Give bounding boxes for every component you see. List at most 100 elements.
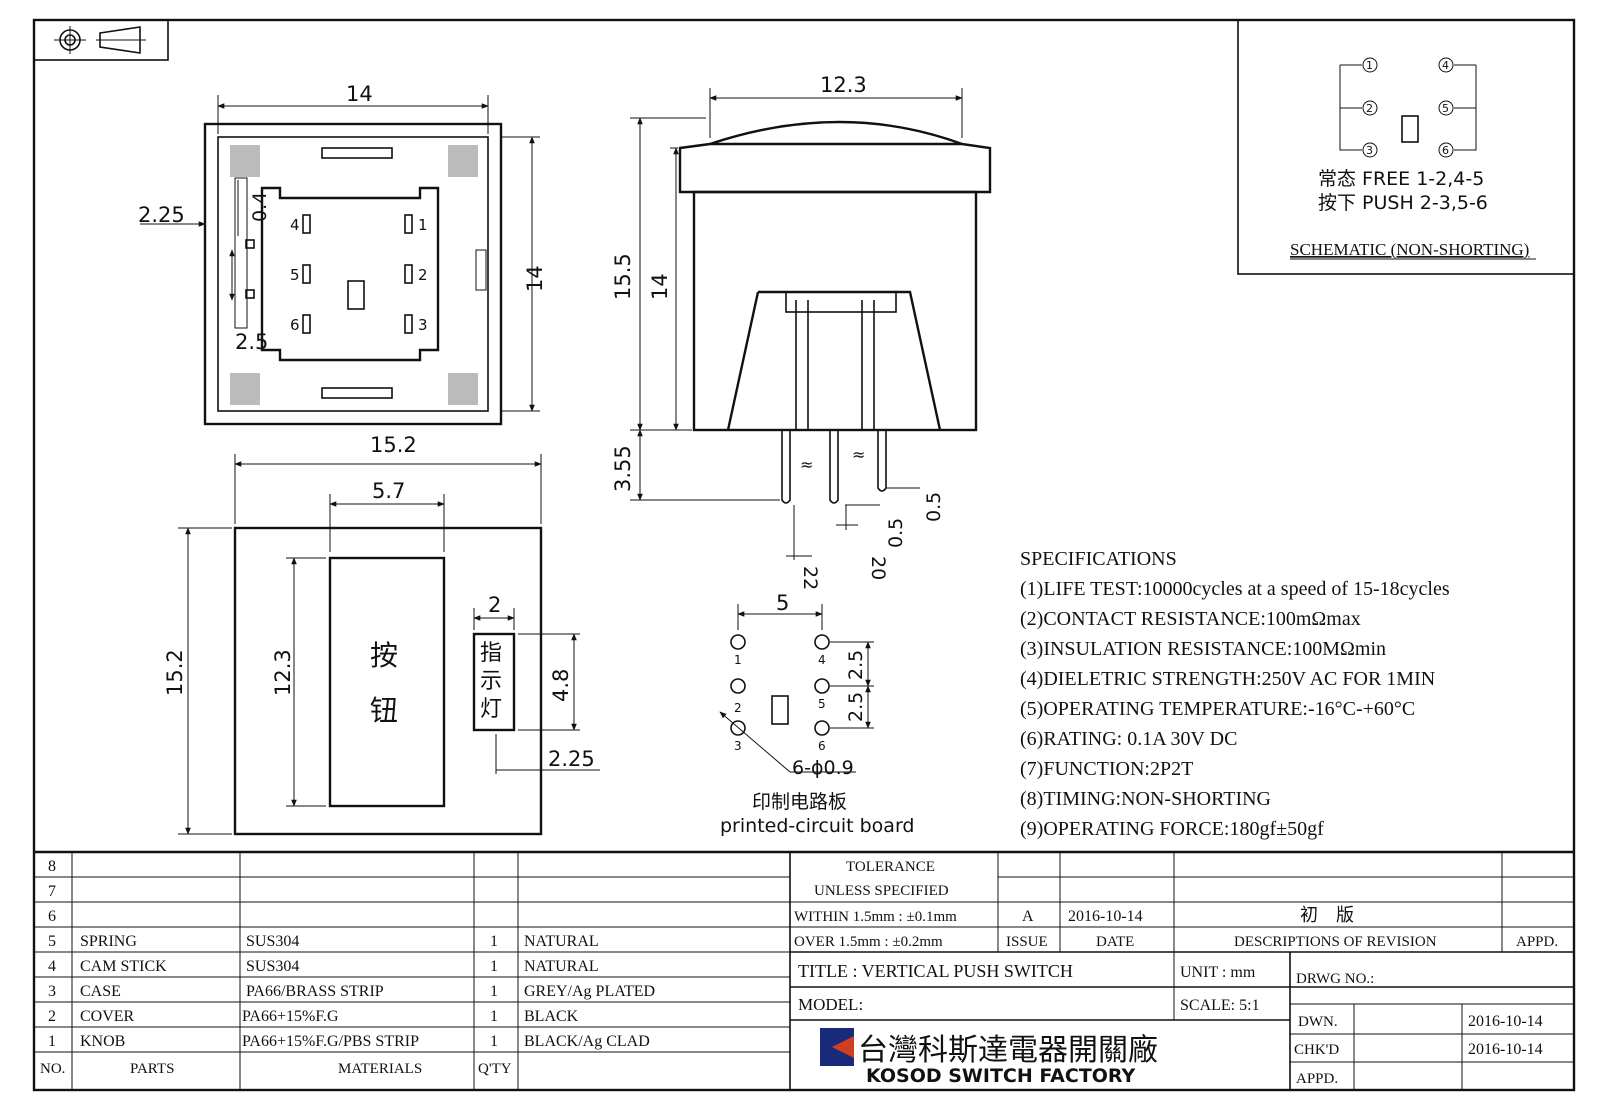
button-char-1: 按 (370, 639, 398, 672)
bom-part-2: COVER (80, 1008, 135, 1025)
side-view: ≈ ≈ 12.3 15.5 14 3.55 0.5 0.5 20 22 (611, 73, 992, 590)
top-pin-2: 2 (418, 266, 428, 284)
spec-item-6: (6)RATING: 0.1A 30V DC (1020, 728, 1237, 750)
schem-pin-1: 1 (1366, 59, 1373, 72)
spec-item-2: (2)CONTACT RESISTANCE:100mΩmax (1020, 608, 1361, 630)
drawing-number: DRWG NO.: (1296, 971, 1374, 987)
header-issue: ISSUE (1006, 934, 1048, 950)
pcb-dim-pitch-y2: 2.5 (845, 692, 867, 722)
bom-no-5: 5 (48, 933, 56, 950)
drawing-unit: UNIT : mm (1180, 964, 1256, 981)
led-char-3: 灯 (480, 697, 502, 722)
bom-part-5: SPRING (80, 933, 137, 950)
top-pin-1: 1 (418, 216, 428, 234)
bom-part-4: CAM STICK (80, 958, 167, 975)
top-dim-left-offset: 2.25 (138, 203, 185, 227)
front-dim-led-height: 4.8 (549, 669, 573, 702)
bom-no-8: 8 (48, 858, 56, 875)
front-view: 按 钮 指 示 灯 15.2 5.7 15.2 12.3 2 4.8 2.25 (163, 433, 600, 836)
side-dim-body-height: 14 (648, 273, 672, 300)
top-pin-4: 4 (290, 216, 300, 234)
pcb-pin-1: 1 (734, 653, 742, 667)
side-dim-pin-w-20: 20 (867, 556, 889, 580)
schem-pin-2: 2 (1366, 102, 1373, 115)
bom-header-no: NO. (40, 1061, 65, 1077)
schem-pin-3: 3 (1366, 144, 1373, 157)
header-date: DATE (1096, 934, 1134, 950)
bom-qty-5: 1 (490, 933, 498, 950)
appd-label: APPD. (1296, 1071, 1338, 1087)
schem-free-line: 常态 FREE 1-2,4-5 (1318, 168, 1484, 190)
drawing-frame (32, 18, 1576, 1092)
top-pin-3: 3 (418, 316, 428, 334)
spec-item-4: (4)DIELETRIC STRENGTH:250V AC FOR 1MIN (1020, 668, 1435, 690)
front-dim-button-width: 5.7 (372, 479, 405, 503)
side-dim-pin-thick-a: 0.5 (923, 492, 945, 522)
pcb-label-en: printed-circuit board (720, 815, 915, 837)
side-dim-pin-length: 3.55 (611, 445, 635, 492)
schem-title: SCHEMATIC (NON-SHORTING) (1290, 240, 1529, 259)
pcb-pin-2: 2 (734, 701, 742, 715)
top-pin-5: 5 (290, 266, 300, 284)
revision-description: 初 版 (1300, 905, 1354, 926)
front-dim-button-height: 12.3 (271, 649, 295, 696)
bom-material-1: PA66+15%F.G/PBS STRIP (242, 1033, 419, 1050)
drawing-title: TITLE : VERTICAL PUSH SWITCH (798, 961, 1073, 981)
bom-header-materials: MATERIALS (338, 1061, 422, 1077)
chkd-date: 2016-10-14 (1468, 1041, 1543, 1058)
dwn-date: 2016-10-14 (1468, 1013, 1543, 1030)
bom-header-qty: Q'TY (478, 1061, 512, 1077)
bom-finish-1: BLACK/Ag CLAD (524, 1033, 650, 1050)
tolerance-line-1: TOLERANCE (846, 859, 935, 875)
spec-item-8: (8)TIMING:NON-SHORTING (1020, 788, 1271, 810)
bom-part-1: KNOB (80, 1033, 125, 1050)
top-dim-height: 14 (523, 265, 547, 292)
top-dim-width: 14 (346, 82, 373, 106)
spec-item-7: (7)FUNCTION:2P2T (1020, 758, 1193, 780)
bom-finish-3: GREY/Ag PLATED (524, 983, 655, 1000)
bom-table: 8 7 6 5 4 3 2 1 SPRING CAM STICK CASE CO… (34, 850, 1574, 1090)
bom-material-4: SUS304 (246, 958, 299, 975)
break-mark-2: ≈ (852, 445, 865, 464)
header-descriptions: DESCRIPTIONS OF REVISION (1234, 934, 1437, 950)
revision-issue: A (1022, 908, 1034, 925)
front-dim-led-offset: 2.25 (548, 747, 595, 771)
side-dim-pin-w-22: 22 (799, 566, 821, 590)
top-dim-pin-offset: 2.5 (235, 330, 268, 354)
title-block: TOLERANCE UNLESS SPECIFIED WITHIN 1.5mm … (790, 852, 1574, 1090)
pcb-dim-pitch-x: 5 (776, 591, 789, 615)
company-name-cn: 台灣科斯達電器開關廠 (858, 1033, 1158, 1068)
side-dim-cap-width: 12.3 (820, 73, 867, 97)
specifications: SPECIFICATIONS (1)LIFE TEST:10000cycles … (1020, 548, 1450, 840)
bom-qty-2: 1 (490, 1008, 498, 1025)
spec-item-1: (1)LIFE TEST:10000cycles at a speed of 1… (1020, 578, 1450, 600)
bom-part-3: CASE (80, 983, 121, 1000)
chkd-label: CHK'D (1294, 1042, 1339, 1058)
bom-finish-2: BLACK (524, 1008, 579, 1025)
pcb-pin-3: 3 (734, 739, 742, 753)
spec-item-5: (5)OPERATING TEMPERATURE:-16°C-+60°C (1020, 698, 1415, 720)
schematic-box: 1 2 3 4 5 6 常态 FREE 1-2,4-5 按下 PUSH 2-3,… (1237, 19, 1575, 275)
drawing-model: MODEL: (798, 995, 863, 1014)
revision-date: 2016-10-14 (1068, 908, 1143, 925)
bom-qty-1: 1 (490, 1033, 498, 1050)
spec-heading: SPECIFICATIONS (1020, 548, 1177, 570)
top-dim-gap: 0.4 (249, 192, 271, 222)
schem-pin-6: 6 (1442, 144, 1449, 157)
front-dim-width: 15.2 (370, 433, 417, 457)
schem-pin-5: 5 (1442, 102, 1449, 115)
top-pin-6: 6 (290, 316, 300, 334)
bom-no-2: 2 (48, 1008, 56, 1025)
led-char-2: 示 (480, 669, 502, 694)
bom-no-4: 4 (48, 958, 56, 975)
front-dim-height: 15.2 (163, 649, 187, 696)
dwn-label: DWN. (1298, 1014, 1338, 1030)
bom-no-1: 1 (48, 1033, 56, 1050)
tolerance-over: OVER 1.5mm : ±0.2mm (794, 934, 943, 950)
pcb-layout: 5 1 2 3 4 5 6 2.5 2.5 6-ϕ0.9 印制电路板 print… (719, 591, 915, 837)
bom-qty-3: 1 (490, 983, 498, 1000)
pcb-label-cn: 印制电路板 (752, 791, 847, 813)
pcb-dim-pitch-y1: 2.5 (845, 650, 867, 680)
spec-item-9: (9)OPERATING FORCE:180gf±50gf (1020, 818, 1324, 840)
